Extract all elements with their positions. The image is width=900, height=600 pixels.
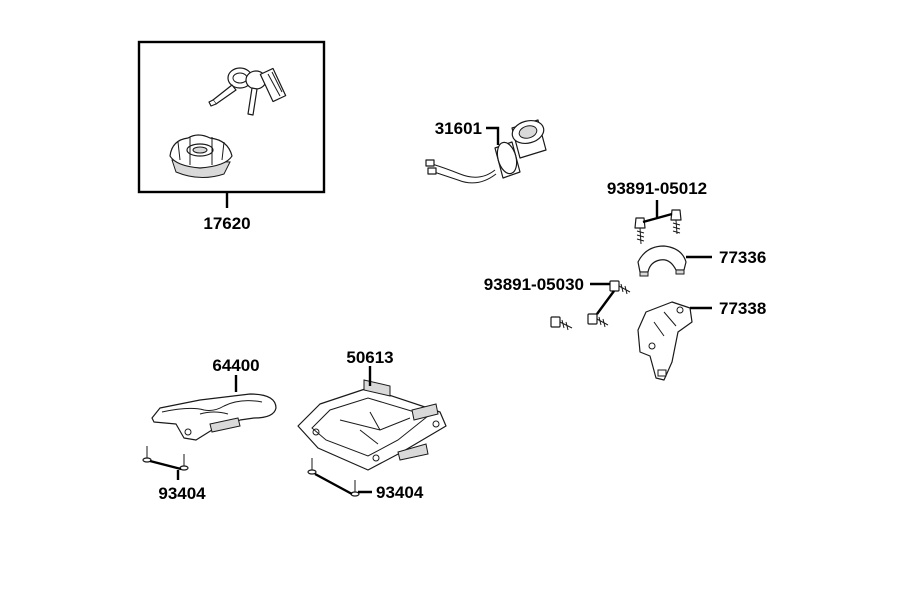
rivet-pair-right-icon	[307, 458, 360, 497]
callout-93404-left: 93404	[158, 484, 206, 503]
rivet-pair-left-icon	[142, 446, 189, 471]
key-cap-kit-box	[137, 40, 326, 194]
callout-77336: 77336	[719, 248, 766, 267]
ignition-switch-icon	[425, 119, 547, 184]
bolt-set-lower-icon	[550, 280, 631, 331]
callout-64400: 64400	[212, 356, 259, 375]
callout-93404-right: 93404	[376, 483, 424, 502]
cover-plate-small-icon	[151, 393, 277, 441]
callout-77338: 77338	[719, 299, 766, 318]
skid-plate-large-icon	[297, 379, 447, 471]
callout-93891-05030: 93891-05030	[484, 275, 584, 294]
callout-31601: 31601	[435, 119, 482, 138]
fuel-cap-icon	[169, 134, 233, 178]
mount-bracket-icon	[637, 301, 693, 381]
clamp-bracket-icon	[637, 245, 687, 277]
key-set-icon	[208, 67, 287, 116]
callout-50613: 50613	[346, 348, 393, 367]
callout-93891-05012: 93891-05012	[607, 179, 707, 198]
bolt-pair-upper-icon	[634, 209, 682, 245]
callout-17620: 17620	[203, 214, 250, 233]
